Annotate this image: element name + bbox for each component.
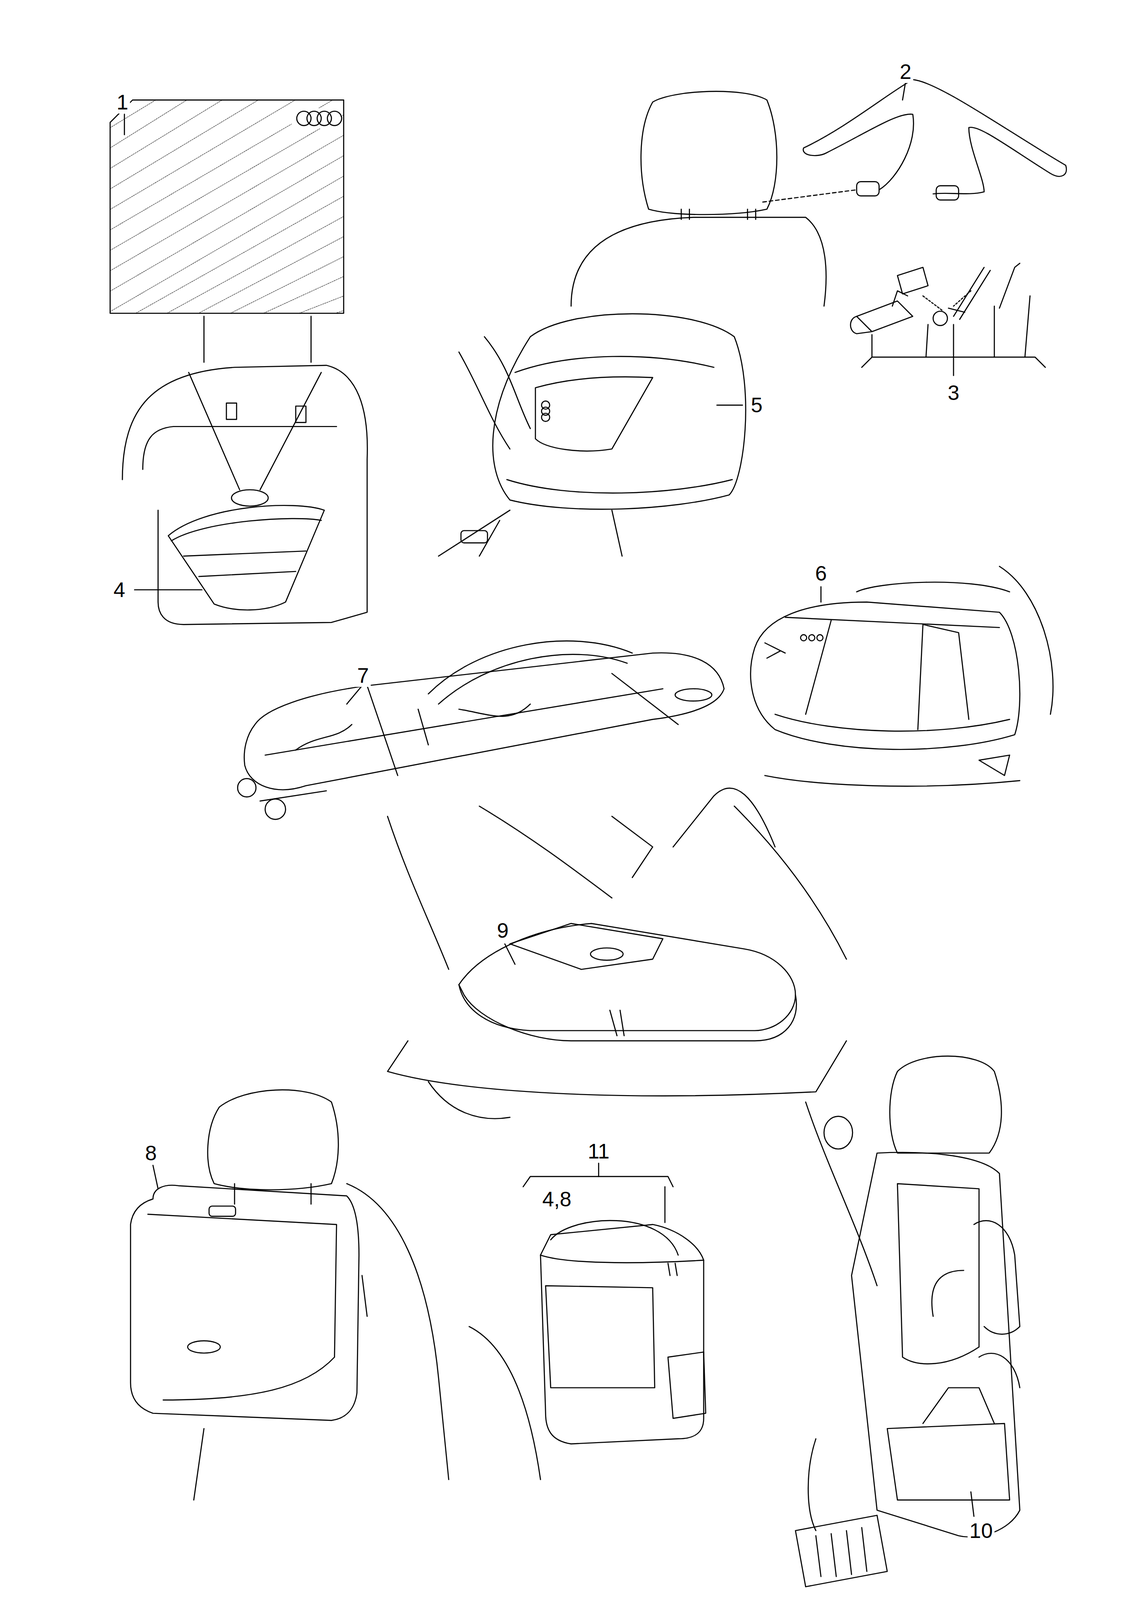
- callout-number: 4: [111, 578, 128, 601]
- callout-number: 10: [967, 1518, 995, 1542]
- net-bag: [122, 316, 367, 625]
- mounting-parts: [850, 263, 1046, 376]
- callout-number: 6: [813, 561, 829, 585]
- headrest-bag: [438, 313, 746, 556]
- seat-organiser: [795, 1055, 1020, 1587]
- cool-bag: [523, 1162, 706, 1443]
- seat-bag: [750, 566, 1054, 786]
- callout-number: 2: [898, 60, 914, 83]
- callout-number: 8: [143, 1141, 159, 1164]
- armrest-bag: [387, 787, 847, 1119]
- callout-number: 9: [495, 918, 511, 942]
- callout-number: 4,8: [540, 1187, 574, 1210]
- ski-bag: [237, 640, 724, 819]
- callout-number: 1: [114, 90, 131, 114]
- callout-number: 3: [945, 381, 962, 404]
- callout-number: 5: [749, 393, 765, 417]
- service-card: [102, 46, 357, 327]
- coat-hanger: [571, 79, 1067, 307]
- callout-number: 7: [355, 663, 372, 687]
- seatback-case: [130, 1089, 541, 1500]
- callout-number: 11: [585, 1139, 612, 1163]
